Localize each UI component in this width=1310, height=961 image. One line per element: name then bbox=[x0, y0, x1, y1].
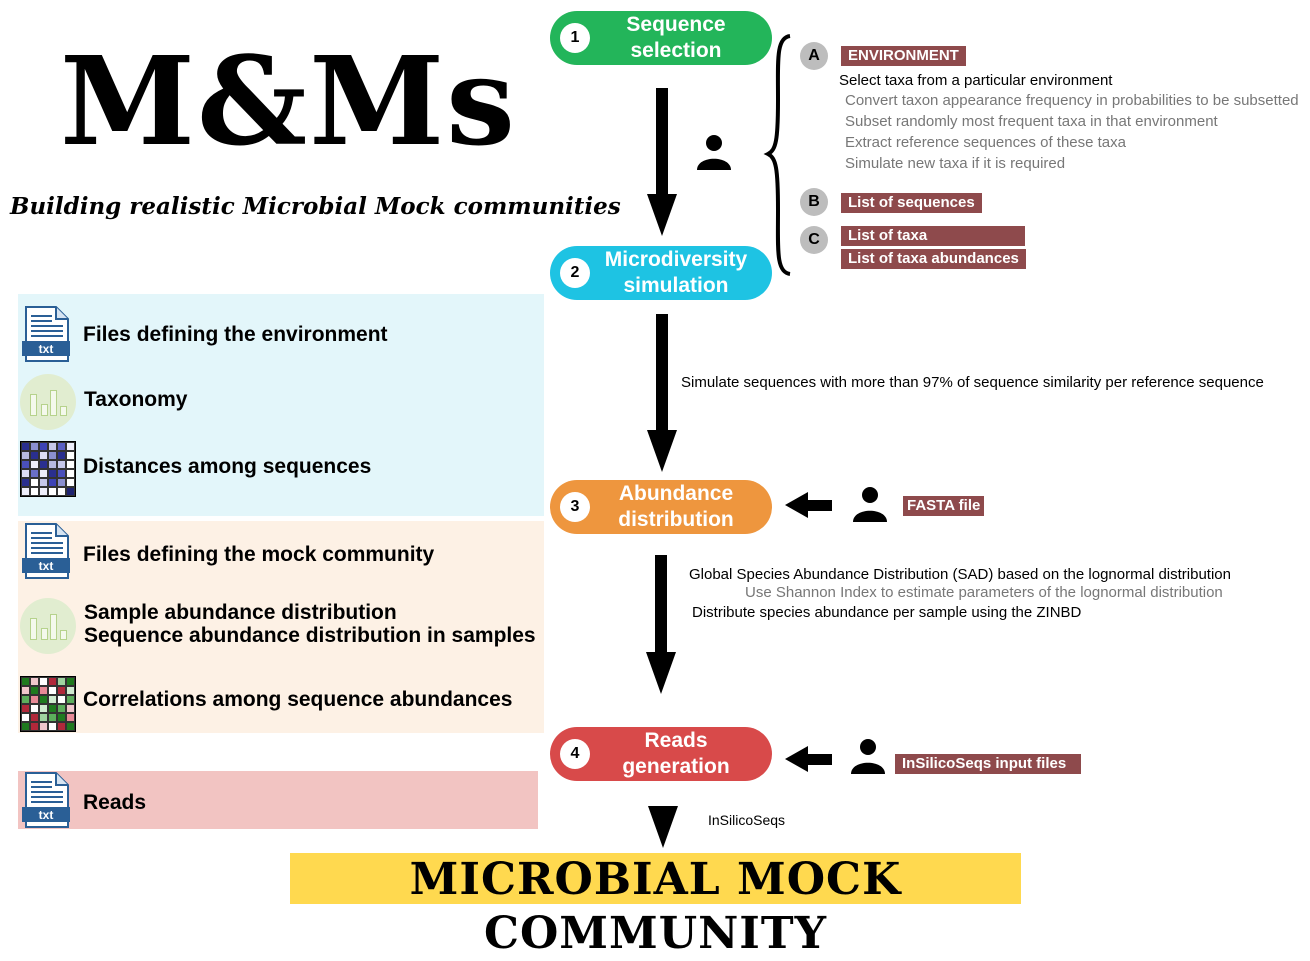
step-number: 1 bbox=[560, 23, 590, 53]
flow-arrows bbox=[646, 34, 832, 848]
step3-note-zinbd: Distribute species abundance per sample … bbox=[692, 604, 1082, 621]
user-icon bbox=[851, 739, 885, 774]
reads-label: Reads bbox=[83, 791, 147, 814]
mock-community-panel bbox=[18, 521, 544, 733]
env-files-label: Files defining the environment bbox=[83, 323, 388, 346]
correlations-label: Correlations among sequence abundances bbox=[83, 688, 513, 711]
abundance-chart-icon bbox=[20, 598, 76, 654]
option-a-step: Convert taxon appearance frequency in pr… bbox=[845, 92, 1299, 109]
insilicoseqs-input-tag: InSilicoSeqs input files bbox=[895, 754, 1081, 774]
list-of-taxa-tag: List of taxa bbox=[841, 226, 1025, 246]
step3-note-sad: Global Species Abundance Distribution (S… bbox=[689, 566, 1231, 583]
app-logo-title: M&Ms bbox=[60, 29, 517, 173]
sequence-abundance-label: Sequence abundance distribution in sampl… bbox=[84, 624, 536, 647]
list-of-sequences-tag: List of sequences bbox=[841, 193, 982, 213]
option-a-step: Extract reference sequences of these tax… bbox=[845, 134, 1126, 151]
option-a-step: Simulate new taxa if it is required bbox=[845, 155, 1066, 172]
option-a-badge: A bbox=[800, 42, 828, 70]
taxonomy-label: Taxonomy bbox=[84, 388, 188, 411]
option-a-main: Select taxa from a particular environmen… bbox=[839, 72, 1113, 89]
step-sequence-selection: 1 Sequence selection bbox=[550, 11, 772, 65]
distances-label: Distances among sequences bbox=[83, 455, 372, 478]
step-number: 2 bbox=[560, 258, 590, 288]
step-microdiversity-simulation: 2 Microdiversity simulation bbox=[550, 246, 772, 300]
step-abundance-distribution: 3 Abundance distribution bbox=[550, 480, 772, 534]
mock-files-label: Files defining the mock community bbox=[83, 543, 435, 566]
option-c-badge: C bbox=[800, 226, 828, 254]
step-reads-generation: 4 Reads generation bbox=[550, 727, 772, 781]
environment-panel bbox=[18, 294, 544, 516]
app-subtitle: Building realistic Microbial Mock commun… bbox=[10, 193, 621, 220]
txt-file-icon: txt bbox=[22, 772, 70, 828]
txt-file-icon: txt bbox=[22, 306, 70, 362]
txt-icon-label: txt bbox=[39, 342, 54, 356]
sample-abundance-label: Sample abundance distribution bbox=[84, 601, 397, 624]
txt-icon-label: txt bbox=[39, 808, 54, 822]
user-icon bbox=[853, 487, 887, 522]
user-icon bbox=[697, 135, 731, 170]
output-banner: MICROBIAL MOCK COMMUNITY bbox=[290, 853, 1021, 959]
step-label: Microdiversity simulation bbox=[604, 248, 748, 297]
distance-matrix-icon bbox=[20, 441, 76, 497]
insilicoseqs-note: InSilicoSeqs bbox=[708, 812, 786, 828]
list-of-taxa-abundances-tag: List of taxa abundances bbox=[841, 249, 1026, 269]
step-label: Sequence selection bbox=[626, 13, 726, 62]
txt-icon-label: txt bbox=[39, 559, 54, 573]
step-label: Abundance distribution bbox=[618, 482, 734, 531]
fasta-file-tag: FASTA file bbox=[903, 496, 985, 516]
txt-file-icon: txt bbox=[22, 523, 70, 579]
option-a-step: Subset randomly most frequent taxa in th… bbox=[845, 113, 1218, 130]
option-b-badge: B bbox=[800, 188, 828, 216]
step-number: 3 bbox=[560, 492, 590, 522]
step3-note-shannon: Use Shannon Index to estimate parameters… bbox=[745, 584, 1223, 601]
environment-tag: ENVIRONMENT bbox=[841, 46, 966, 66]
step2-note: Simulate sequences with more than 97% of… bbox=[681, 374, 1264, 391]
correlation-matrix-icon bbox=[20, 676, 76, 732]
reads-panel bbox=[18, 771, 538, 829]
taxonomy-chart-icon bbox=[20, 374, 76, 430]
step-label: Reads generation bbox=[622, 729, 730, 778]
step-number: 4 bbox=[560, 739, 590, 769]
